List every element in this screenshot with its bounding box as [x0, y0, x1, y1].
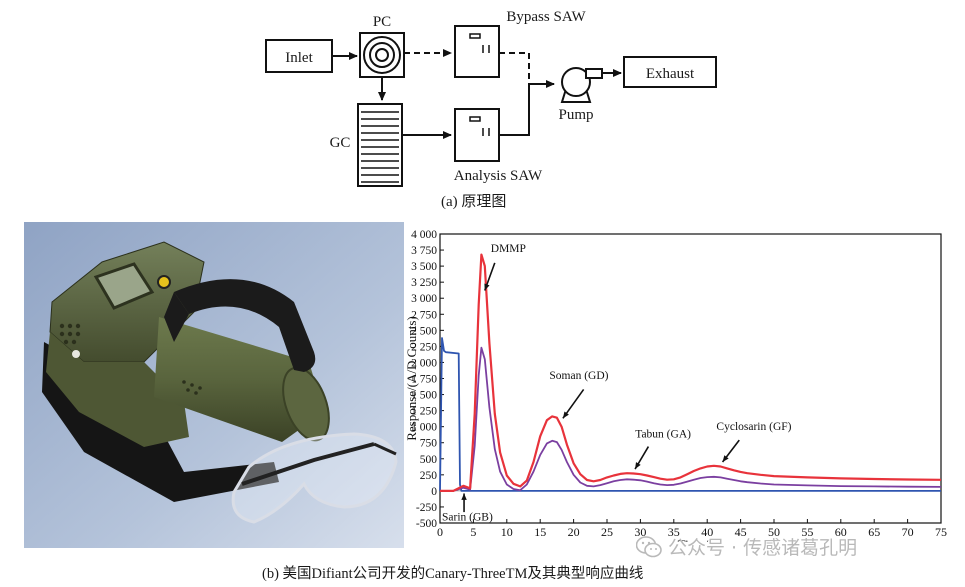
pump-label: Pump — [558, 107, 593, 123]
x-tick-label: 60 — [835, 525, 847, 539]
y-tick-label: -250 — [416, 502, 437, 514]
response-chart: 4 000 3 750 3 500 3 250 3 000 2 750 2 500 2 250… — [404, 229, 947, 542]
x-tick-label: 75 — [935, 525, 947, 539]
gc-column-lines — [361, 111, 399, 183]
gc-label: GC — [330, 135, 351, 151]
y-tick-label: 4 000 — [411, 229, 437, 241]
x-tick-label: 5 — [470, 525, 476, 539]
pc-label: PC — [373, 14, 391, 30]
blue-response-line — [439, 337, 941, 492]
plot-frame — [439, 233, 942, 524]
annotation-tabun-arrow-head — [635, 462, 641, 470]
analysis-to-pump-arrow — [499, 80, 555, 136]
annotation-cyclosarin: Cyclosarin (GF) — [716, 421, 791, 433]
y-tick-label: -500 — [416, 518, 437, 530]
y-tick-label: 3 000 — [411, 293, 437, 305]
x-tick-label: 55 — [801, 525, 813, 539]
y-tick-label: 1 500 — [411, 390, 437, 402]
pc-coil-inner — [375, 48, 389, 62]
y-tick-label: 2 250 — [411, 341, 437, 353]
annotation-dmmp: DMMP — [491, 243, 526, 255]
analysis-saw-chip — [469, 116, 481, 122]
pc-coil-mid — [369, 42, 395, 68]
annotation-tabun: Tabun (GA) — [635, 429, 691, 441]
y-tick-label: 3 750 — [411, 245, 437, 257]
bypass-saw-label: Bypass SAW — [506, 9, 586, 25]
annotation-soman-arrow-head — [562, 411, 569, 419]
bypass-saw-chip — [469, 33, 481, 39]
caption-a: (a) 原理图 — [441, 194, 507, 210]
x-tick-label: 15 — [534, 525, 546, 539]
x-tick-label: 25 — [601, 525, 613, 539]
y-tick-label: 250 — [420, 470, 438, 482]
x-tick-label: 50 — [768, 525, 780, 539]
x-tick-label: 45 — [735, 525, 747, 539]
x-tick-label: 30 — [634, 525, 646, 539]
pc-coil-outer — [363, 36, 401, 74]
y-tick-label: 2 750 — [411, 309, 437, 321]
red-response-line — [440, 253, 942, 492]
y-tick-label: 0 — [431, 486, 437, 498]
x-tick-label: 10 — [501, 525, 513, 539]
pump-icon — [560, 67, 603, 103]
y-axis-label: Response/(A/D Counts) — [404, 316, 419, 441]
exhaust-box — [623, 56, 717, 88]
x-tick-label: 0 — [437, 525, 443, 539]
x-tick-label: 35 — [668, 525, 680, 539]
y-tick-label: 3 500 — [411, 261, 437, 273]
annotation-cyclosarin-arrow-head — [722, 455, 729, 462]
y-tick-label: 2 000 — [411, 357, 437, 369]
inlet-box — [265, 39, 333, 73]
x-axis-label: Time/s — [678, 537, 714, 542]
y-tick-label: 750 — [420, 438, 438, 450]
caption-b: (b) 美国Difiant公司开发的Canary-ThreeTM及其典型响应曲线 — [262, 566, 644, 582]
purple-response-line — [440, 346, 942, 492]
x-tick-label: 40 — [701, 525, 713, 539]
y-tick-label: 500 — [420, 454, 438, 466]
exhaust-label: Exhaust — [646, 66, 695, 82]
annotation-sarin: Sarin (GB) — [442, 511, 493, 523]
pc-box — [359, 32, 405, 78]
annotation-dmmp-arrow-head — [484, 283, 490, 291]
device-photo — [24, 222, 404, 548]
y-tick-label: 1 250 — [411, 406, 437, 418]
watermark: 公众号 · 传感诸葛孔明 — [636, 533, 857, 560]
analysis-saw-label: Analysis SAW — [454, 168, 543, 184]
y-tick-label: 3 250 — [411, 277, 437, 289]
gc-box — [357, 103, 403, 187]
annotation-soman: Soman (GD) — [549, 370, 608, 382]
y-tick-label: 1 750 — [411, 374, 437, 386]
schematic-diagram: Inlet PC Bypass SAW GC Analysis SAW — [265, 9, 717, 187]
inlet-label: Inlet — [285, 50, 313, 66]
wechat-icon — [636, 535, 662, 557]
x-tick-label: 70 — [902, 525, 914, 539]
watermark-text: 公众号 · 传感诸葛孔明 — [668, 537, 858, 559]
x-tick-label: 20 — [568, 525, 580, 539]
annotation-sarin-arrow-head — [461, 493, 467, 500]
bypass-to-pump-line — [499, 52, 530, 80]
y-tick-label: 1 000 — [411, 422, 437, 434]
y-tick-label: 2 500 — [411, 325, 437, 337]
bypass-saw-box — [454, 25, 500, 78]
x-tick-label: 65 — [868, 525, 880, 539]
